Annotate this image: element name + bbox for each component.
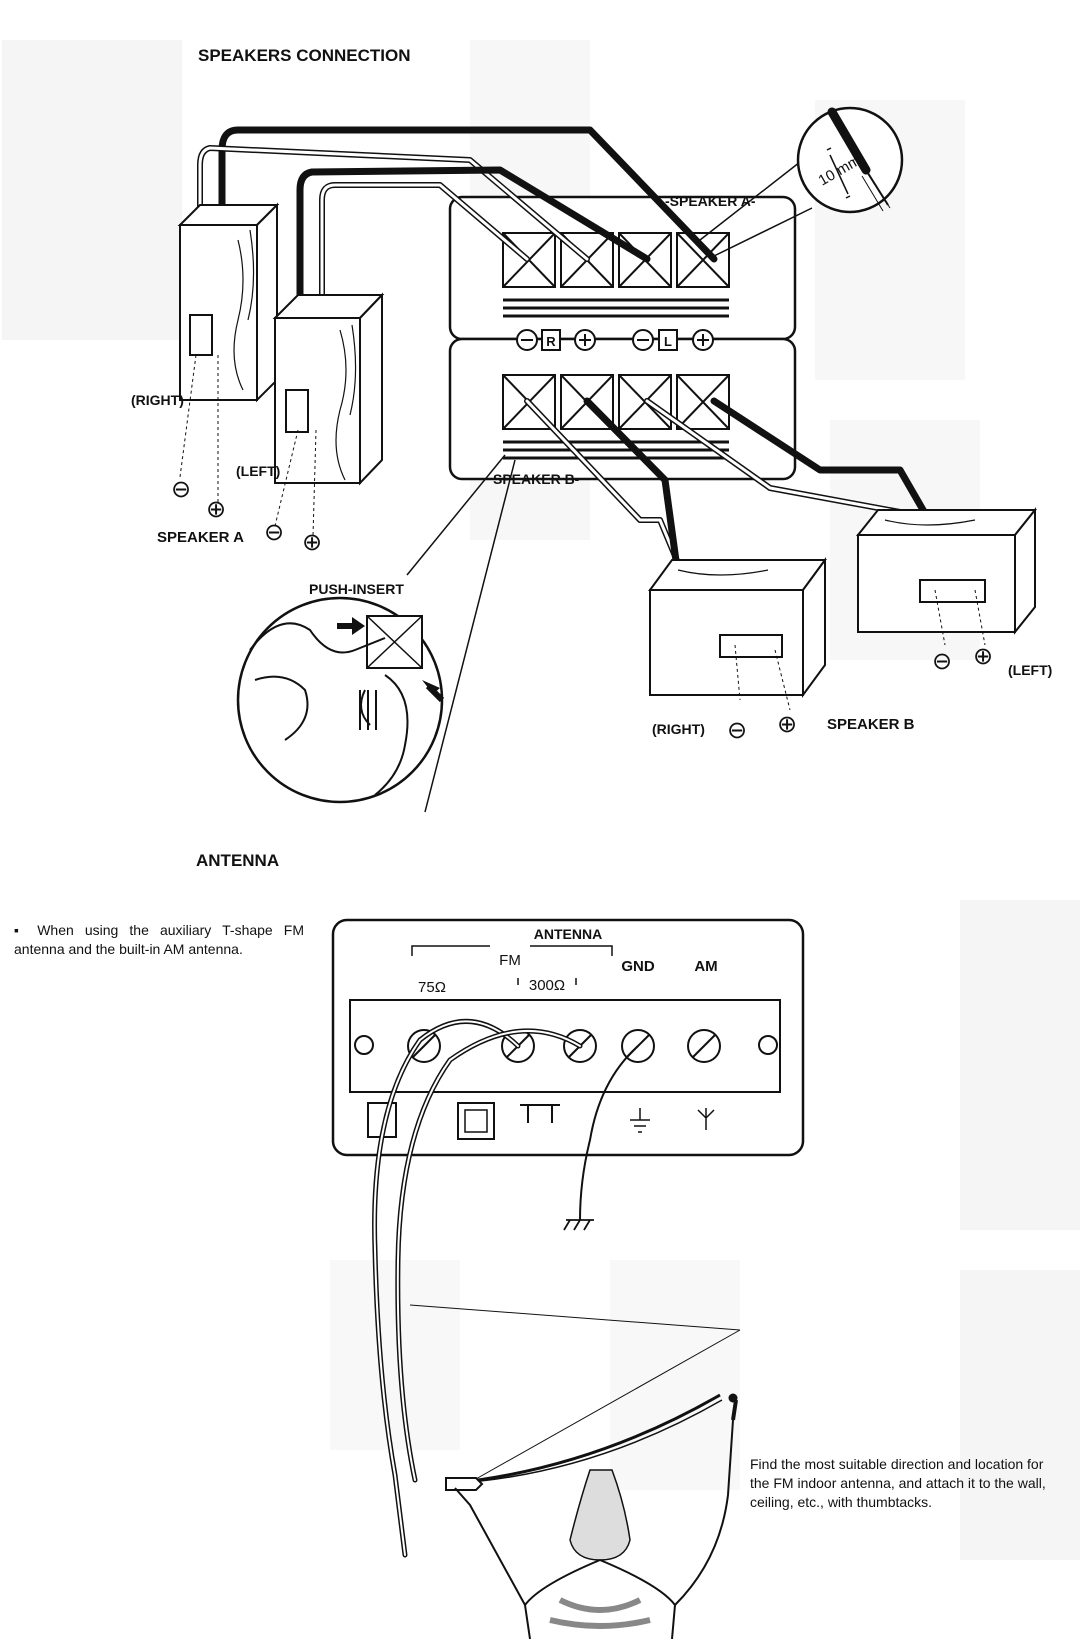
speaker-a-left-label: (LEFT) — [236, 463, 280, 479]
speaker-b-right-minus: ⊖ — [727, 717, 747, 744]
fm-label: FM — [499, 952, 521, 969]
speaker-a-right-cabinet — [177, 202, 280, 403]
t-shape-antenna-note: ▪ When using the auxiliary T-shape FM an… — [14, 922, 304, 957]
person-installing-antenna-illustration — [409, 1304, 741, 1640]
speaker-b-name: SPEAKER B — [827, 716, 915, 733]
ground-wire — [563, 1045, 639, 1231]
fm-feeder-wire — [372, 1018, 583, 1558]
speaker-b-right-cabinet — [648, 556, 827, 699]
speaker-a-name: SPEAKER A — [157, 529, 244, 546]
am-label: AM — [694, 958, 717, 975]
speaker-b-left-plus: ⊕ — [973, 643, 993, 670]
push-insert-inset — [236, 454, 516, 813]
speaker-a-right-label: (RIGHT) — [131, 392, 184, 408]
speaker-a-right-plus: ⊕ — [206, 496, 226, 523]
polarity-strip — [516, 329, 714, 351]
speaker-a-leaders — [179, 354, 317, 537]
speakers-heading: SPEAKERS CONNECTION — [198, 46, 411, 65]
antenna-heading: ANTENNA — [196, 851, 279, 870]
antenna-panel-title: ANTENNA — [534, 926, 602, 942]
push-insert-label: PUSH-INSERT — [309, 581, 404, 597]
speaker-a-left-plus: ⊕ — [302, 529, 322, 556]
speaker-b-left-minus: ⊖ — [932, 648, 952, 675]
speaker-b-left-cabinet — [855, 507, 1038, 635]
speaker-a-left-minus: ⊖ — [264, 519, 284, 546]
speaker-b-left-label: (LEFT) — [1008, 662, 1052, 678]
speaker-a-block-label: -SPEAKER A- — [665, 193, 756, 209]
ohm-75-label: 75Ω — [418, 979, 446, 996]
terminal-l-label: L — [664, 334, 672, 349]
wire-strip-callout — [699, 106, 904, 257]
amplifier-terminal-panel: R L -SPEAKER A- SPEAKER B- — [448, 193, 797, 487]
ohm-300-label: 300Ω — [529, 977, 565, 994]
speaker-b-right-plus: ⊕ — [777, 711, 797, 738]
terminal-r-label: R — [546, 334, 556, 349]
speaker-a-left-cabinet — [272, 292, 385, 486]
speaker-a-wires — [197, 126, 718, 444]
speaker-b-block-label: SPEAKER B- — [493, 471, 580, 487]
gnd-label: GND — [621, 958, 655, 975]
speaker-b-right-label: (RIGHT) — [652, 721, 705, 737]
speaker-b-leaders — [734, 589, 986, 711]
fm-indoor-antenna-note: Find the most suitable direction and loc… — [750, 1456, 1046, 1510]
bleed-through-text — [2, 40, 1080, 1560]
speaker-a-right-minus: ⊖ — [171, 476, 191, 503]
